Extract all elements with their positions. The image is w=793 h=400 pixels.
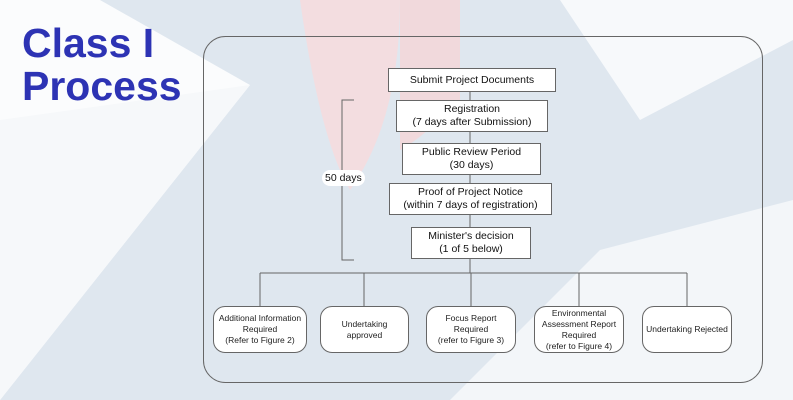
title-line-1: Class I xyxy=(22,20,155,66)
diagram-frame xyxy=(203,36,763,383)
step-minister-decision: Minister's decision(1 of 5 below) xyxy=(411,227,531,259)
step-proof-of-notice: Proof of Project Notice(within 7 days of… xyxy=(389,183,552,215)
outcome-text: Undertaking xyxy=(341,318,388,329)
title-line-2: Process xyxy=(22,63,182,109)
outcome-text: Required xyxy=(242,324,278,334)
step-label: Minister's decision xyxy=(428,230,514,242)
step-sublabel: (7 days after Submission) xyxy=(412,116,532,128)
step-label: Public Review Period xyxy=(421,146,522,158)
outcome-undertaking-rejected: Undertaking Rejected xyxy=(642,306,732,353)
step-label: Submit Project Documents xyxy=(409,73,535,86)
outcome-text: (Refer to Figure 2) xyxy=(225,335,295,345)
outcome-text: Environmental xyxy=(551,307,607,318)
step-sublabel: (within 7 days of registration) xyxy=(403,199,538,211)
step-sublabel: (1 of 5 below) xyxy=(439,243,503,255)
outcome-text: Required xyxy=(561,329,597,340)
step-label: Proof of Project Notice xyxy=(417,186,524,198)
step-sublabel: (30 days) xyxy=(449,159,494,171)
step-submit-documents: Submit Project Documents xyxy=(388,68,556,92)
outcome-text: (refer to Figure 4) xyxy=(545,340,613,351)
outcome-text: Additional Information xyxy=(218,313,302,323)
slide-title: Class I Process xyxy=(22,22,182,108)
outcome-text: approved xyxy=(346,329,383,340)
coat-of-arms-shield xyxy=(300,0,400,190)
step-public-review: Public Review Period(30 days) xyxy=(402,143,541,175)
duration-label: 50 days xyxy=(322,170,365,186)
outcome-text: Required xyxy=(453,324,489,334)
outcome-text: Undertaking Rejected xyxy=(646,324,728,334)
step-registration: Registration(7 days after Submission) xyxy=(396,100,548,132)
outcome-text: (refer to Figure 3) xyxy=(437,335,505,345)
outcome-text: Assessment Report xyxy=(541,318,617,329)
step-label: Registration xyxy=(443,103,501,115)
outcome-text: Focus Report xyxy=(445,313,497,323)
